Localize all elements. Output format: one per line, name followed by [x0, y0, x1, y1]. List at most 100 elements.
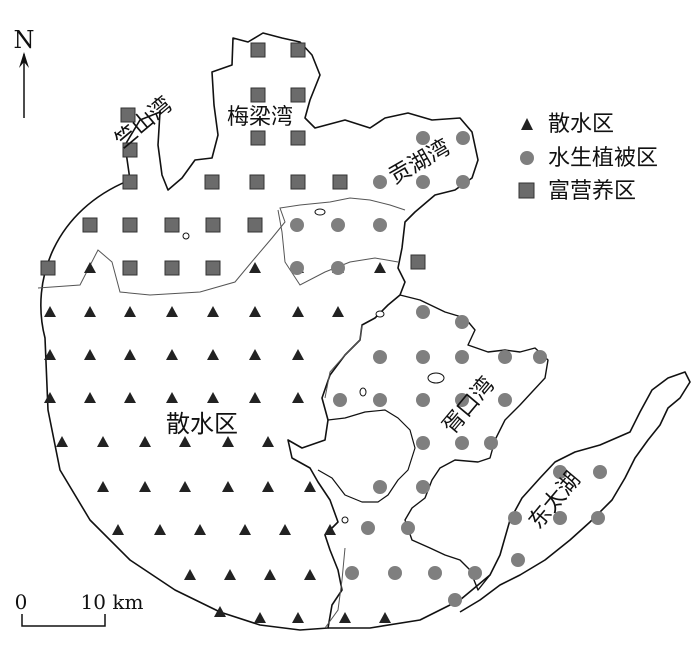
legend-label-aquatic-vegetation: 水生植被区 — [548, 146, 658, 171]
east-shore — [328, 371, 691, 629]
eutrophic-symbols — [40, 42, 426, 276]
aquatic-vegetation-circle — [533, 350, 547, 364]
open-water-triangle — [262, 481, 274, 492]
open-water-triangle — [324, 524, 336, 535]
legend-circle-icon — [520, 151, 534, 165]
aquatic-vegetation-circle — [416, 175, 430, 189]
eutrophic-square — [290, 87, 306, 103]
aquatic-vegetation-circle — [290, 261, 304, 275]
open-water-triangle — [124, 349, 136, 360]
open-water-triangle — [56, 436, 68, 447]
eutrophic-square — [122, 260, 138, 276]
open-water-triangle — [179, 481, 191, 492]
aquatic-vegetation-circle — [416, 305, 430, 319]
open-water-triangle — [214, 606, 226, 617]
eutrophic-square — [122, 217, 138, 233]
inner-land-outline — [317, 409, 416, 503]
open-water-triangle — [304, 481, 316, 492]
open-water-triangle — [262, 436, 274, 447]
label-meiliang-bay: 梅梁湾 — [227, 105, 293, 130]
aquatic-vegetation-circle — [373, 393, 387, 407]
legend-square-icon — [518, 182, 535, 199]
open-water-triangle — [166, 306, 178, 317]
north-arrow-label: N — [14, 26, 35, 54]
aquatic-vegetation-circle — [373, 175, 387, 189]
zone-boundary-gonghu — [277, 209, 399, 286]
eutrophic-square — [164, 217, 180, 233]
scale-bar-distance: 10 km — [81, 590, 144, 614]
open-water-triangle — [264, 569, 276, 580]
eutrophic-square — [82, 217, 98, 233]
aquatic-vegetation-circle — [498, 393, 512, 407]
aquatic-vegetation-circle — [456, 131, 470, 145]
open-water-triangle — [249, 262, 261, 273]
aquatic-vegetation-circle — [511, 553, 525, 567]
aquatic-vegetation-circle — [448, 593, 462, 607]
open-water-triangle — [292, 392, 304, 403]
aquatic-vegetation-circle — [468, 566, 482, 580]
open-water-triangle — [332, 306, 344, 317]
open-water-triangle — [374, 262, 386, 273]
aquatic-vegetation-circle — [484, 436, 498, 450]
aquatic-vegetation-circle — [456, 175, 470, 189]
lake-outline — [40, 32, 479, 631]
open-water-triangle — [292, 306, 304, 317]
aquatic-vegetation-circle — [498, 350, 512, 364]
eutrophic-square — [250, 42, 266, 58]
legend-triangle-icon — [521, 118, 533, 130]
open-water-triangle — [124, 392, 136, 403]
aquatic-vegetation-circle — [455, 315, 469, 329]
open-water-triangle — [84, 349, 96, 360]
eutrophic-square — [122, 174, 138, 190]
aquatic-vegetation-circle — [553, 511, 567, 525]
eutrophic-square — [120, 107, 136, 123]
open-water-triangle — [84, 262, 96, 273]
open-water-triangle — [184, 569, 196, 580]
aquatic-vegetation-circle — [455, 393, 469, 407]
open-water-triangle — [84, 306, 96, 317]
eutrophic-square — [164, 260, 180, 276]
north-arrow: N — [14, 26, 35, 118]
open-water-triangle — [239, 524, 251, 535]
eutrophic-square — [290, 42, 306, 58]
open-water-triangle — [154, 524, 166, 535]
aquatic-vegetation-circle — [455, 436, 469, 450]
open-water-triangle — [254, 612, 266, 623]
open-water-triangle — [222, 436, 234, 447]
open-water-triangle — [44, 306, 56, 317]
open-water-triangle — [304, 569, 316, 580]
aquatic-vegetation-circle — [373, 350, 387, 364]
islands — [182, 208, 445, 524]
open-water-triangle — [207, 306, 219, 317]
aquatic-vegetation-circle — [333, 393, 347, 407]
eutrophic-square — [250, 130, 266, 146]
scale-bar-line — [21, 614, 106, 627]
aquatic-vegetation-circle — [373, 480, 387, 494]
aquatic-vegetation-circle — [455, 350, 469, 364]
aquatic-vegetation-circle — [553, 465, 567, 479]
open-water-triangle — [179, 436, 191, 447]
open-water-triangle — [249, 392, 261, 403]
open-water-triangle — [194, 524, 206, 535]
aquatic-vegetation-circle — [428, 566, 442, 580]
label-xukou-bay: 胥口湾 — [438, 373, 500, 440]
eutrophic-square — [410, 254, 426, 270]
open-water-triangle — [112, 524, 124, 535]
aquatic-vegetation-symbols — [290, 131, 607, 607]
north-arrow-head — [19, 52, 29, 68]
eutrophic-square — [205, 260, 221, 276]
eutrophic-square — [249, 174, 265, 190]
scale-bar-zero: 0 — [15, 590, 28, 614]
open-water-triangle — [249, 306, 261, 317]
eutrophic-square — [40, 260, 56, 276]
legend-label-eutrophic: 富营养区 — [548, 179, 636, 204]
aquatic-vegetation-circle — [331, 261, 345, 275]
aquatic-vegetation-circle — [331, 218, 345, 232]
open-water-triangle — [44, 349, 56, 360]
eutrophic-square — [247, 217, 263, 233]
aquatic-vegetation-circle — [388, 566, 402, 580]
aquatic-vegetation-circle — [361, 521, 375, 535]
open-water-triangle — [339, 612, 351, 623]
open-water-triangle — [207, 349, 219, 360]
aquatic-vegetation-circle — [345, 566, 359, 580]
